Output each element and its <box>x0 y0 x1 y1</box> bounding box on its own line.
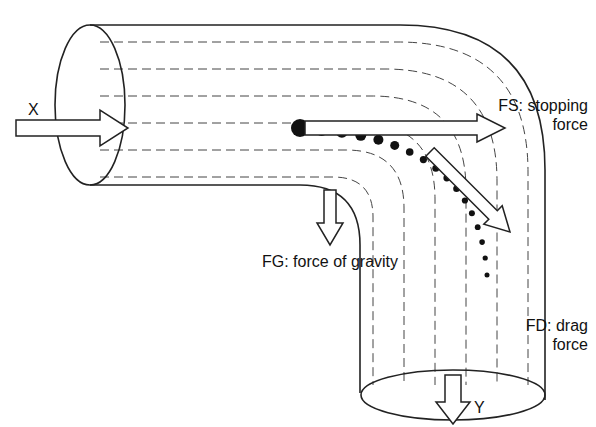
trajectory-dot <box>483 255 488 260</box>
streamlines <box>100 42 528 385</box>
outflow-label: Y <box>474 398 485 417</box>
pipe-outline <box>55 25 545 420</box>
streamline <box>100 177 373 385</box>
pipe-outer-wall <box>90 25 545 400</box>
force-arrows <box>16 110 510 424</box>
inlet-opening <box>55 25 125 185</box>
trajectory-dot <box>406 148 414 156</box>
force-label: FS: stopping force <box>490 96 588 134</box>
trajectory-dot <box>373 135 383 145</box>
force-label: FD: drag force <box>498 316 588 354</box>
force-label: FG: force of gravity <box>262 252 398 271</box>
outflow-arrow <box>436 375 470 424</box>
streamline <box>100 123 435 385</box>
streamline <box>100 42 528 385</box>
inflow-label: X <box>28 100 39 119</box>
streamline <box>100 96 466 385</box>
trajectory-dot <box>475 224 481 230</box>
pipe-inner-wall <box>90 185 360 393</box>
trajectory-dot <box>390 141 399 150</box>
trajectory-dot <box>469 210 475 216</box>
drag-force-arrow <box>426 148 510 232</box>
trajectory-dot <box>479 239 485 245</box>
stopping-force-arrow <box>305 114 505 142</box>
gravity-arrow <box>317 190 343 245</box>
trajectory-dot <box>485 273 490 278</box>
streamline <box>100 69 497 385</box>
